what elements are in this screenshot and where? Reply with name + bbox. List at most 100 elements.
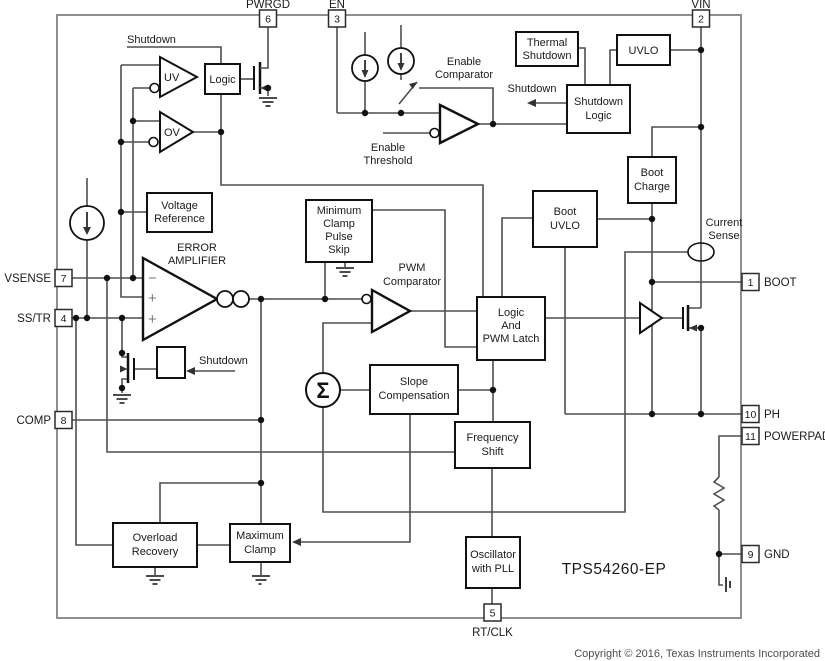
block-logic: [204, 63, 241, 95]
junction-dot: [217, 128, 225, 136]
svg-text:RT/CLK: RT/CLK: [472, 627, 513, 639]
junction-dot: [648, 278, 656, 286]
net-thermal-sd: [578, 47, 586, 85]
net-bootuvlo-latch: [501, 217, 533, 297]
ground-symbols: [113, 97, 731, 592]
svg-text:Logic: Logic: [209, 74, 236, 86]
ground-icon: [252, 575, 270, 585]
net-current-sense: [322, 251, 688, 513]
small-circles: [148, 82, 440, 408]
junction-dot: [117, 208, 125, 216]
resistor: [712, 476, 726, 511]
svg-text:POWERPAD: POWERPAD: [764, 431, 825, 443]
current-sense-icon: [687, 242, 715, 262]
junction-dot: [697, 324, 705, 332]
arrowhead: [361, 70, 369, 78]
ground-icon: [146, 575, 164, 585]
ea-plus-sign: +: [148, 311, 157, 328]
summing-node-icon: [305, 372, 341, 408]
svg-text:UVLO: UVLO: [629, 45, 659, 57]
net-fet-leads: [688, 307, 702, 414]
net-sigma-out: [322, 322, 372, 373]
pin-comp: 8 COMP: [17, 410, 73, 430]
svg-text:3: 3: [334, 14, 340, 26]
ground-icon: [336, 267, 354, 277]
pin-ph: 10 PH: [741, 404, 780, 424]
junction-dot: [72, 314, 80, 322]
uv-comparator-icon: [159, 55, 200, 99]
block-slope-compensation: [369, 364, 459, 415]
junction-dot: [648, 215, 656, 223]
svg-text:10: 10: [745, 409, 757, 421]
net-overload-in: [159, 482, 261, 523]
ea-plus-sign: +: [148, 290, 157, 307]
ss-shutdown-fet: [120, 353, 135, 383]
shutdown-label-ea: Shutdown: [199, 355, 248, 367]
pin-rtclk: 5 RT/CLK: [472, 603, 513, 639]
arrowhead-shutdown-mid: [527, 99, 536, 107]
block-minimum-clamp: [305, 199, 373, 263]
inverting-bubble: [148, 136, 159, 148]
junction-dot: [648, 410, 656, 418]
block-logic-pwm-latch: [476, 296, 546, 361]
svg-text:VSENSE: VSENSE: [4, 273, 51, 285]
pwm-comparator-icon: [370, 287, 413, 335]
svg-text:SS/TR: SS/TR: [17, 313, 51, 325]
svg-text:COMP: COMP: [17, 415, 52, 427]
net-gnd-stubs: [154, 562, 262, 575]
junction-dot: [83, 314, 91, 322]
net-slope-maxclamp: [294, 414, 411, 543]
high-side-fet: [639, 242, 715, 335]
junction-dot: [118, 314, 126, 322]
junction-dots: [72, 46, 723, 558]
svg-text:9: 9: [748, 549, 754, 561]
copyright: Copyright © 2016, Texas Instruments Inco…: [574, 648, 820, 660]
arrowhead-maxclamp: [292, 538, 301, 546]
block-thermal-shutdown: [515, 31, 579, 67]
ground-icon: [113, 394, 131, 404]
block-overload-recovery: [112, 522, 198, 568]
uv-label: UV: [164, 72, 180, 84]
inverting-bubble: [429, 127, 440, 139]
svg-text:PWRGD: PWRGD: [246, 0, 290, 11]
net-comparator-stubs: [121, 120, 160, 213]
arrowhead-shutdown-ea: [186, 367, 195, 375]
net-uvlo: [609, 49, 701, 85]
svg-text:4: 4: [61, 313, 67, 325]
junction-dot: [715, 550, 723, 558]
part-number: TPS54260-EP: [562, 561, 667, 578]
ov-comparator-icon: [159, 110, 195, 154]
junction-dot: [264, 84, 272, 92]
block-voltage-reference: [146, 192, 213, 233]
fet-arrow: [689, 324, 697, 332]
net-gnd: [718, 510, 742, 586]
junction-dot: [118, 349, 126, 357]
block-ea-shutdown: [156, 346, 186, 379]
svg-text:2: 2: [698, 14, 704, 26]
junction-dot: [118, 384, 126, 392]
junction-dot: [361, 109, 369, 117]
svg-text:EN: EN: [329, 0, 345, 11]
pin-en: 3 EN: [327, 0, 347, 28]
junction-dot: [257, 416, 265, 424]
block-boot-uvlo: [532, 190, 598, 248]
triangles: [141, 55, 481, 343]
error-amplifier-icon: [141, 255, 220, 343]
ground-icon: [259, 97, 277, 107]
junction-dot: [103, 274, 111, 282]
net-en-hys-control: [419, 87, 494, 124]
